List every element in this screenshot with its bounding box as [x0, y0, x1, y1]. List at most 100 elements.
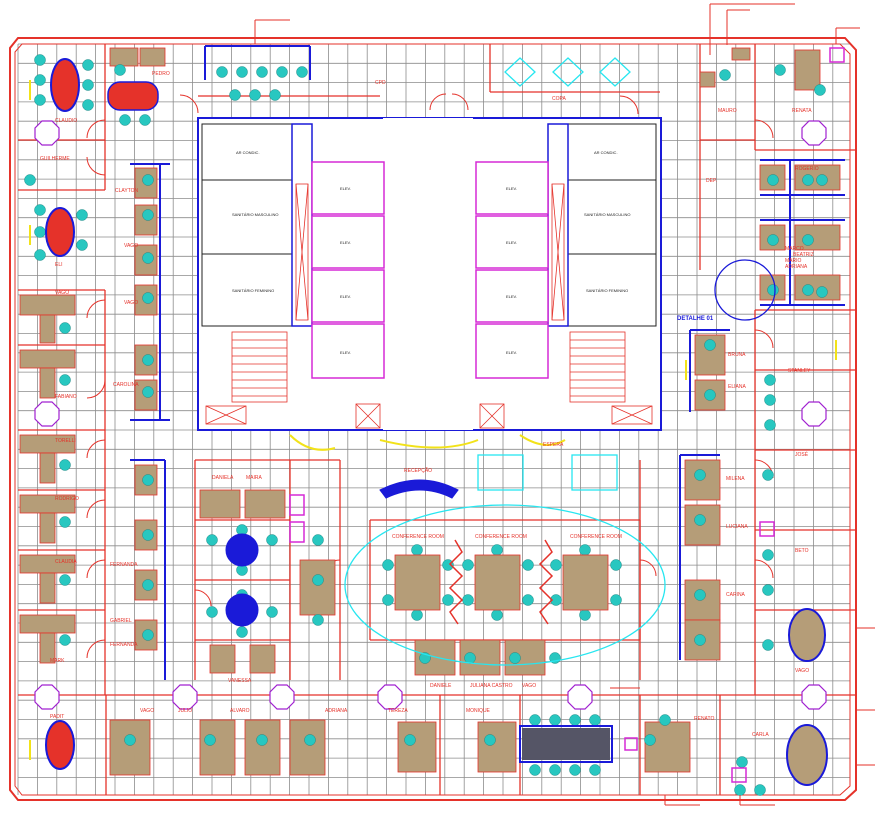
desk — [39, 572, 56, 604]
chair — [764, 374, 776, 386]
chair — [82, 59, 94, 71]
chair — [579, 544, 591, 556]
name-vanessa: VANESSA — [228, 678, 252, 684]
chair — [34, 74, 46, 86]
column-octagon — [34, 684, 60, 710]
chair — [411, 609, 423, 621]
label-elev: ELEV. — [340, 240, 351, 245]
desk — [199, 489, 241, 519]
desk — [19, 349, 76, 369]
desk — [699, 71, 716, 88]
name-rogerio: ROGERIO — [795, 166, 819, 172]
chair — [767, 174, 779, 186]
desk — [39, 512, 56, 544]
desk — [694, 334, 726, 376]
copa-tables — [477, 57, 631, 491]
name-alvaro: ALVARO — [230, 708, 250, 714]
chair — [59, 374, 71, 386]
desk — [299, 559, 336, 616]
chair — [266, 606, 278, 618]
desk — [39, 367, 56, 399]
name-carina: CARINA — [726, 592, 746, 598]
chair — [509, 652, 521, 664]
yellow-accents — [29, 80, 837, 760]
name-daniela: DANIELA — [212, 475, 234, 481]
chair — [119, 114, 131, 126]
name-claudia: CLAUDIA — [55, 559, 77, 565]
annotation-leaders — [254, 3, 875, 806]
column-octagon — [377, 684, 403, 710]
chair — [276, 66, 288, 78]
room-labels: CPD COPA DEP. DETALHE 01 RECEPÇÃO ESPERA… — [375, 80, 717, 540]
desk — [199, 719, 236, 776]
chair — [589, 714, 601, 726]
chair — [462, 559, 474, 571]
chair — [610, 559, 622, 571]
chair — [269, 89, 281, 101]
desk — [477, 721, 517, 773]
chairs — [24, 54, 828, 796]
chair — [266, 534, 278, 546]
room-copa: COPA — [552, 96, 566, 102]
chair — [816, 286, 828, 298]
name-juliana-castro: JULIANA CASTRO — [470, 683, 513, 689]
chair — [312, 534, 324, 546]
desk — [289, 719, 326, 776]
director-tables — [45, 58, 828, 786]
chair — [774, 64, 786, 76]
desk — [19, 614, 76, 634]
chair — [736, 756, 748, 768]
door-swings — [86, 93, 774, 659]
name-tereza: TEREZA — [388, 708, 408, 714]
chair — [59, 322, 71, 334]
chair — [694, 589, 706, 601]
chair — [236, 626, 248, 638]
name-vago-b: VAGO — [140, 708, 154, 714]
chair — [522, 559, 534, 571]
chair — [304, 734, 316, 746]
chair — [76, 209, 88, 221]
chair — [764, 394, 776, 406]
chair — [549, 764, 561, 776]
desk — [644, 721, 691, 773]
chair — [382, 559, 394, 571]
chair — [734, 784, 746, 796]
room-detalhe: DETALHE 01 — [677, 316, 714, 322]
chair — [204, 734, 216, 746]
chair — [644, 734, 656, 746]
round-tables — [225, 533, 259, 627]
chair — [659, 714, 671, 726]
chair — [34, 204, 46, 216]
name-adriana-b: ADRIANA — [325, 708, 348, 714]
service-core: AR CONDIC. AR CONDIC. SANITÁRIO MASCULIN… — [197, 117, 662, 431]
chair — [579, 609, 591, 621]
chair — [694, 469, 706, 481]
reception-desk — [379, 479, 459, 499]
chair — [484, 734, 496, 746]
name-marco: MARCO — [785, 246, 804, 252]
chair — [569, 764, 581, 776]
column-octagon — [34, 401, 60, 427]
chair — [610, 594, 622, 606]
chair — [256, 66, 268, 78]
chair — [142, 629, 154, 641]
chair — [762, 584, 774, 596]
employee-names: CLAUDIO GUILHERME ELI VAGO FABIANO TOREL… — [40, 71, 819, 738]
label-san-masc-left: SANITÁRIO MASCULINO — [232, 212, 278, 217]
desk — [794, 274, 841, 301]
label-elev: ELEV. — [506, 350, 517, 355]
chair — [719, 69, 731, 81]
chair — [256, 734, 268, 746]
chair — [704, 389, 716, 401]
label-ar-left: AR CONDIC. — [236, 150, 260, 155]
chair — [124, 734, 136, 746]
chair — [142, 529, 154, 541]
name-padit: PADIT — [50, 714, 64, 720]
chair — [382, 594, 394, 606]
chair — [82, 99, 94, 111]
chair — [34, 249, 46, 261]
chair — [442, 594, 454, 606]
name-rodrigo: RODRIGO — [55, 496, 79, 502]
chair — [296, 66, 308, 78]
chair — [142, 386, 154, 398]
